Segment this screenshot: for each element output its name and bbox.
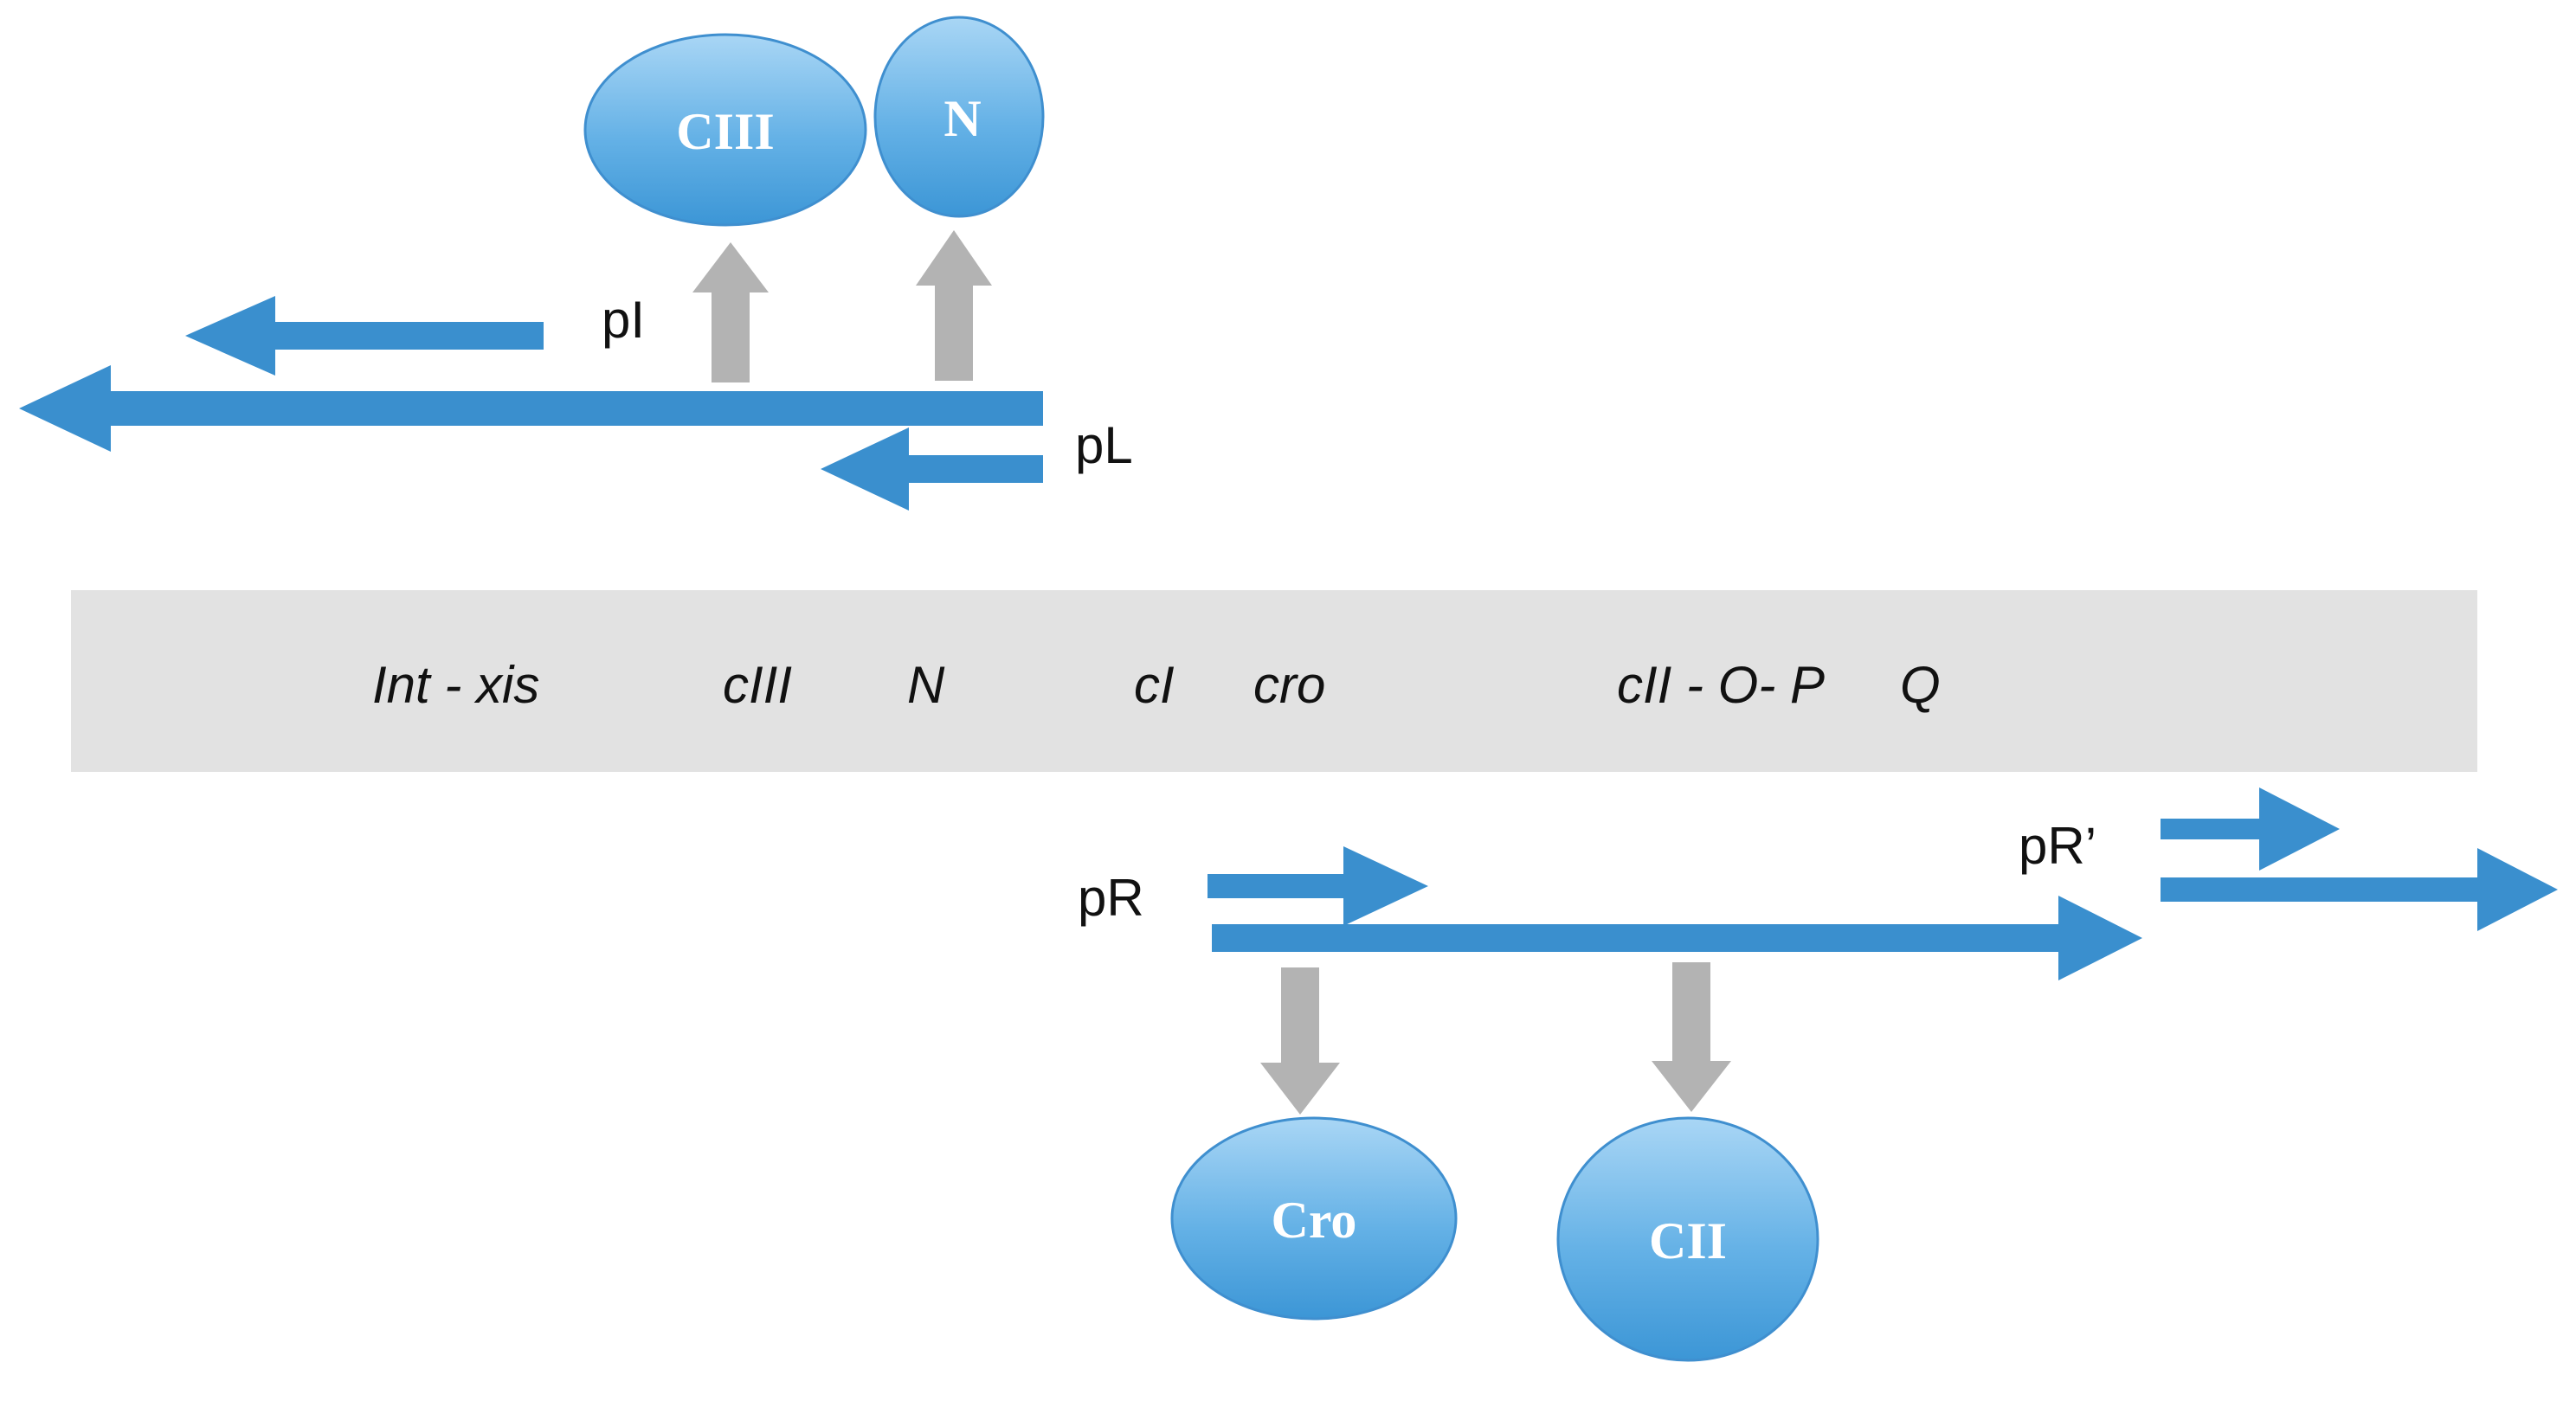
gene-label-ci: cI (1134, 656, 1175, 714)
pr-prime-short-transcript-arrow (2161, 787, 2340, 871)
gene-label-int-xis: Int - xis (372, 656, 539, 714)
gene-label-n: N (907, 656, 945, 714)
pl-long-transcript-arrow (19, 365, 1043, 452)
cii-expression-arrow (1652, 962, 1731, 1112)
pl-short-transcript-arrow (821, 427, 1043, 511)
n-protein-label: N (943, 90, 981, 147)
ciii-expression-arrow (692, 242, 769, 382)
cro-protein (1170, 1116, 1458, 1321)
cii-protein (1556, 1116, 1819, 1362)
promoter-label-pi: pI (602, 291, 645, 349)
pr-long-transcript-arrow (1212, 896, 2142, 980)
pi-transcript-arrow (185, 296, 544, 376)
pr-short-transcript-arrow (1208, 846, 1428, 926)
promoter-label-pr: pR (1078, 869, 1144, 927)
cii-protein-label: CII (1649, 1212, 1727, 1269)
n-expression-arrow (916, 230, 992, 381)
ciii-protein-label: CIII (676, 103, 774, 160)
gene-label-ciii: cIII (723, 656, 792, 714)
pr-prime-long-transcript-arrow (2161, 848, 2558, 931)
gene-label-cro: cro (1253, 656, 1325, 714)
gene-label-q: Q (1900, 656, 1941, 714)
n-protein (873, 16, 1045, 218)
cro-protein-label: Cro (1272, 1192, 1357, 1249)
cro-expression-arrow (1260, 967, 1340, 1115)
promoter-label-pl: pL (1075, 416, 1133, 474)
genome-bar (71, 590, 2477, 772)
gene-label-cii-o-p: cII - O- P (1617, 656, 1825, 714)
ciii-protein (583, 33, 867, 227)
promoter-label-pr-prime: pR’ (2019, 817, 2096, 875)
